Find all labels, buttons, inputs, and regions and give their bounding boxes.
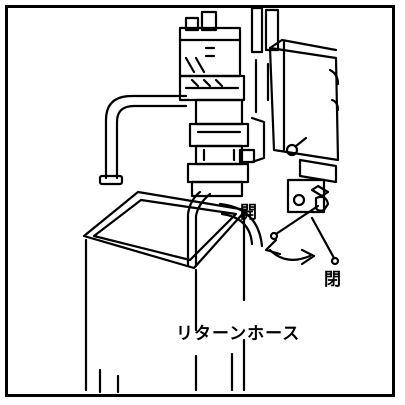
return-hose-label: リターンホース — [176, 324, 301, 344]
motor-body — [178, 10, 246, 102]
return-hose — [186, 190, 264, 268]
control-box — [250, 6, 340, 214]
spindle-assembly — [186, 98, 266, 198]
closed-label: 閉 — [324, 270, 341, 290]
tank — [82, 190, 248, 394]
diagram-frame — [5, 5, 395, 397]
side-pipe — [98, 94, 188, 186]
open-close-arrow — [264, 238, 316, 266]
valve-levers — [269, 195, 340, 266]
open-label: 開 — [240, 203, 257, 223]
